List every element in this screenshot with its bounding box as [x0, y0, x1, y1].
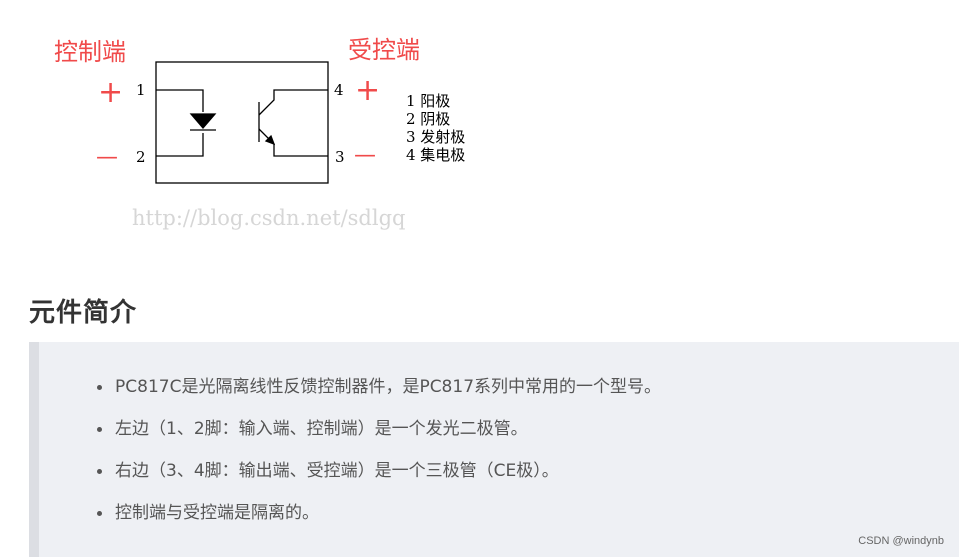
- pin-number-2: 2: [136, 148, 146, 166]
- blog-url-watermark: http://blog.csdn.net/sdlgq: [132, 206, 405, 230]
- bullet-dot-icon: [97, 511, 102, 516]
- list-item-text: 左边（1、2脚：输入端、控制端）是一个发光二极管。: [115, 419, 528, 439]
- pin-legend-item: 2 阴极: [406, 110, 450, 128]
- bullet-dot-icon: [97, 469, 102, 474]
- list-item: 控制端与受控端是隔离的。: [95, 502, 661, 544]
- pin-legend-item: 4 集电极: [406, 146, 465, 164]
- pin-number-4: 4: [334, 81, 344, 99]
- pc817-pinout-diagram: 控制端 受控端 + + — — 1 2 3 4 1 阳极 2 阴极 3: [40, 20, 500, 250]
- pin-legend-item: 3 发射极: [406, 128, 465, 146]
- pinout-svg: 控制端 受控端 + + — — 1 2 3 4 1 阳极 2 阴极 3: [54, 36, 465, 230]
- led-symbol: [156, 89, 217, 157]
- control-side-label: 控制端: [54, 38, 126, 66]
- section-title: 元件简介: [29, 298, 138, 328]
- pin1-plus-sign: +: [98, 75, 123, 110]
- pin2-minus-sign: —: [96, 145, 118, 170]
- list-item: PC817C是光隔离线性反馈控制器件，是PC817系列中常用的一个型号。: [95, 376, 661, 418]
- csdn-watermark: CSDN @windynb: [858, 535, 944, 547]
- blockquote: PC817C是光隔离线性反馈控制器件，是PC817系列中常用的一个型号。 左边（…: [29, 342, 959, 557]
- bullet-dot-icon: [97, 427, 102, 432]
- list-item-text: 右边（3、4脚：输出端、受控端）是一个三极管（CE极）。: [115, 461, 559, 481]
- pin3-minus-sign: —: [354, 143, 376, 168]
- pin4-plus-sign: +: [355, 73, 380, 108]
- package-outline: [155, 61, 329, 184]
- controlled-side-label: 受控端: [348, 36, 420, 64]
- list-item-text: PC817C是光隔离线性反馈控制器件，是PC817系列中常用的一个型号。: [115, 377, 662, 397]
- pin-legend-item: 1 阳极: [406, 92, 450, 110]
- bullet-dot-icon: [97, 385, 102, 390]
- bullet-list: PC817C是光隔离线性反馈控制器件，是PC817系列中常用的一个型号。 左边（…: [95, 376, 661, 544]
- pin-number-1: 1: [136, 81, 146, 99]
- list-item-text: 控制端与受控端是隔离的。: [115, 503, 319, 523]
- transistor-symbol: [258, 89, 328, 157]
- pin-number-3: 3: [335, 148, 345, 166]
- list-item: 左边（1、2脚：输入端、控制端）是一个发光二极管。: [95, 418, 661, 460]
- list-item: 右边（3、4脚：输出端、受控端）是一个三极管（CE极）。: [95, 460, 661, 502]
